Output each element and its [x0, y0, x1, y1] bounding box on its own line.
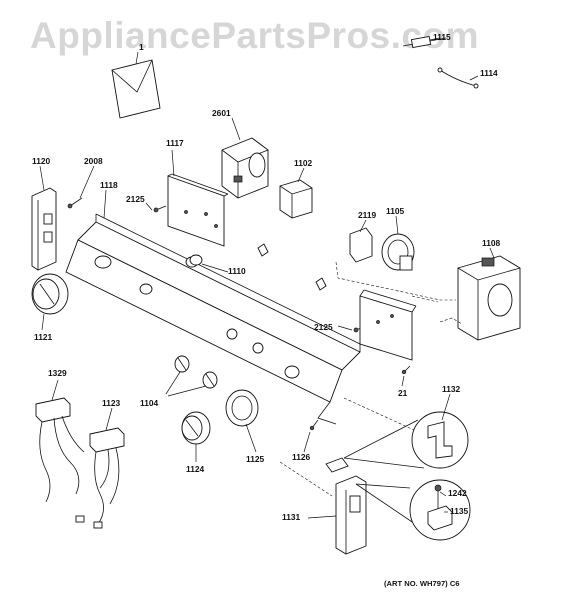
part-21-screw[interactable] — [401, 365, 411, 387]
label-1115: 1115 — [433, 32, 451, 42]
label-1125: 1125 — [246, 454, 265, 464]
part-2119-clip[interactable] — [349, 219, 373, 263]
part-1-manual[interactable] — [111, 51, 161, 119]
label-1126: 1126 — [292, 452, 311, 462]
label-1110: 1110 — [228, 266, 246, 276]
label-2125-lower: 2125 — [314, 322, 333, 332]
label-1121: 1121 — [34, 332, 53, 342]
label-1120: 1120 — [32, 156, 51, 166]
label-2008: 2008 — [84, 156, 103, 166]
label-1242: 1242 — [448, 488, 467, 498]
label-21: 21 — [398, 388, 408, 398]
label-1329: 1329 — [48, 368, 67, 378]
part-1329-harness[interactable] — [35, 379, 85, 503]
label-1118: 1118 — [100, 180, 118, 190]
label-1108: 1108 — [482, 238, 501, 248]
part-2601-timer[interactable] — [221, 117, 269, 199]
part-1117-bracket[interactable] — [167, 149, 229, 247]
label-1: 1 — [139, 42, 144, 52]
part-1126-screw[interactable] — [303, 419, 319, 453]
wiring-dashed — [279, 261, 463, 497]
label-1135: 1135 — [450, 506, 469, 516]
part-1105-pressure-switch[interactable] — [381, 215, 415, 271]
label-1117: 1117 — [166, 138, 184, 148]
label-1132: 1132 — [442, 384, 461, 394]
label-1131: 1131 — [282, 512, 301, 522]
art-number-caption: (ART NO. WH797) C6 — [384, 579, 460, 588]
part-1110-bushing[interactable] — [185, 254, 229, 273]
part-1118-console[interactable] — [65, 189, 361, 425]
part-1108-motor[interactable] — [457, 247, 521, 341]
label-1123: 1123 — [102, 398, 121, 408]
part-1120-end-cap[interactable] — [31, 165, 57, 271]
part-1124-knob[interactable] — [181, 411, 211, 462]
part-1131-housing[interactable] — [307, 457, 367, 555]
detail-callout-1132[interactable] — [343, 393, 469, 469]
part-1104-knobs[interactable] — [165, 355, 218, 397]
label-1114: 1114 — [480, 68, 498, 78]
part-1114-jumper[interactable] — [437, 67, 479, 89]
label-2601: 2601 — [212, 108, 231, 118]
label-2125-upper: 2125 — [126, 194, 145, 204]
label-1104: 1104 — [140, 398, 159, 408]
part-2125-screw-upper[interactable] — [145, 202, 167, 213]
part-1123-harness[interactable] — [75, 407, 125, 529]
label-1102: 1102 — [294, 158, 313, 168]
part-1115-fuse[interactable] — [402, 35, 447, 49]
label-2119: 2119 — [358, 210, 377, 220]
label-1105: 1105 — [386, 206, 405, 216]
detail-callout-1135[interactable] — [355, 479, 471, 541]
label-1124: 1124 — [186, 464, 205, 474]
part-1125-dial[interactable] — [225, 389, 259, 453]
part-2008-screw[interactable] — [67, 165, 95, 209]
part-1102-switch[interactable] — [279, 167, 313, 219]
part-side-bracket[interactable] — [359, 289, 417, 361]
watermark-text: AppliancePartsPros.com — [30, 15, 479, 56]
part-1121-knob[interactable] — [31, 273, 69, 331]
